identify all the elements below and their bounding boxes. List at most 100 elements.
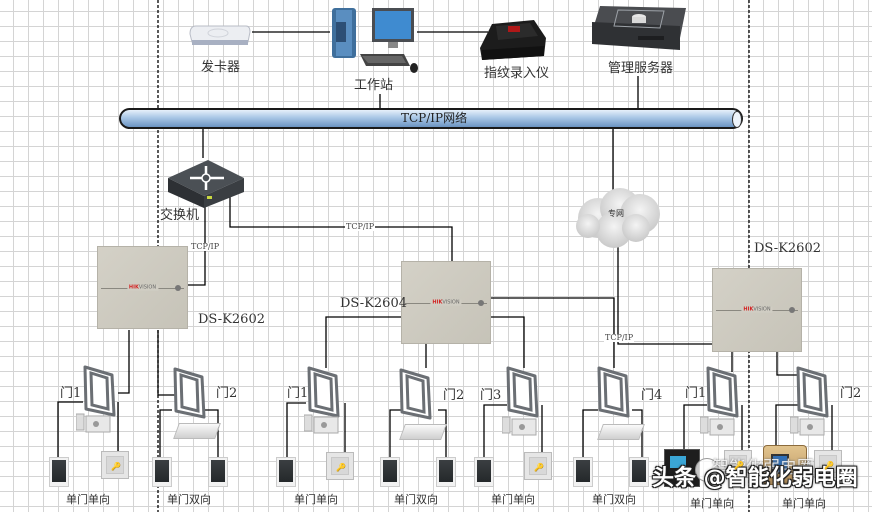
link-label-switch-ctrl1: TCP/IP (190, 242, 221, 251)
magnetic-lock (597, 424, 645, 440)
wire-switch-ctrl2 (229, 193, 453, 262)
controller-middle: HIKVISION (401, 261, 491, 344)
card-issuer-label: 发卡器 (201, 60, 241, 75)
wechat-icon (695, 458, 719, 482)
magnetic-lock (173, 423, 221, 439)
exit-button: 🔑 (814, 450, 842, 478)
door-icon (173, 367, 206, 419)
door-frame (172, 367, 206, 419)
door-label: 门3 (480, 388, 502, 403)
cloud-icon (576, 188, 660, 248)
private-network-label: 专网 (608, 209, 624, 218)
reader-screen-icon (670, 456, 686, 468)
door-mode-label: 单门单向 (782, 497, 826, 510)
door-label: 门1 (685, 386, 707, 401)
lock-icon (303, 414, 339, 434)
door-mode-label: 单门单向 (491, 493, 535, 506)
management-server-device (588, 2, 688, 52)
door-label: 门2 (840, 386, 862, 401)
card-reader (436, 457, 456, 487)
wire-ctrl2-door3 (490, 316, 525, 368)
hikvision-logo: HIKVISION (430, 299, 462, 306)
controller-led-icon (478, 299, 484, 306)
wire-cloud-ctrl3 (617, 246, 713, 345)
door-frame (505, 366, 539, 418)
electric-lock (501, 415, 538, 437)
link-label-cloud-ctrl3: TCP/IP (604, 333, 635, 342)
door-label: 门4 (641, 388, 663, 403)
key-icon: 🔑 (336, 463, 346, 472)
door-mode-label: 单门单向 (294, 493, 338, 506)
network-label: TCP/IP网络 (401, 111, 468, 125)
lock-icon (501, 416, 537, 436)
key-icon: 🔑 (824, 461, 834, 470)
card-reader (474, 457, 494, 487)
electric-lock (699, 415, 736, 437)
server-icon (592, 6, 686, 50)
workstation-device (330, 2, 418, 74)
wire-ctrl1-door2 (157, 330, 176, 396)
fingerprint-enroller-label: 指纹录入仪 (484, 66, 550, 81)
card-reader (208, 457, 228, 487)
tcp-ip-network-bus: TCP/IP网络 (119, 108, 743, 129)
lock-icon (699, 416, 735, 436)
door-frame (398, 368, 432, 420)
door-icon (506, 366, 539, 418)
controller-led-icon (789, 307, 795, 313)
door-frame (596, 366, 630, 418)
door-mode-label: 单门单向 (66, 493, 110, 506)
management-server-label: 管理服务器 (608, 61, 674, 76)
controller-led-icon (175, 284, 181, 291)
exit-button: 🔑 (326, 452, 354, 480)
door-icon (796, 366, 829, 418)
workstation-icon (332, 8, 418, 73)
private-network-cloud: 专网 (570, 184, 666, 250)
lock-icon (789, 416, 825, 436)
door-icon (83, 365, 116, 417)
hikvision-logo: HIKVISION (126, 284, 159, 291)
wire-ctrl2-door1 (325, 316, 403, 368)
exit-button: 🔑 (724, 450, 752, 478)
magnetic-lock (399, 424, 447, 440)
switch-icon (168, 160, 244, 208)
door-icon (307, 366, 340, 418)
lock-icon (75, 413, 111, 433)
card-issuer-device (188, 22, 252, 48)
fingerprint-enroller-device (478, 18, 548, 62)
key-icon: 🔑 (111, 462, 121, 471)
reader-screen-icon (771, 454, 789, 474)
wire-ctrl1-door1 (118, 330, 130, 394)
fingerprint-reader-gold (763, 445, 807, 485)
key-icon: 🔑 (734, 461, 744, 470)
controller-middle-model: DS-K2604 (340, 296, 407, 311)
card-reader (629, 457, 649, 487)
card-reader (276, 457, 296, 487)
card-reader (152, 457, 172, 487)
wire-ctrl2-door4 (490, 297, 615, 368)
door-frame (795, 366, 829, 418)
door-icon (706, 366, 739, 418)
wire-switch-ctrl1 (188, 205, 206, 286)
door-frame (705, 366, 739, 418)
door-label: 门1 (287, 386, 309, 401)
hikvision-logo: HIKVISION (741, 306, 773, 313)
door-frame (82, 365, 116, 417)
door-frame (306, 366, 340, 418)
door-mode-label: 单门双向 (592, 493, 636, 506)
door-label: 门1 (60, 386, 82, 401)
door-icon (597, 366, 630, 418)
controller-right: HIKVISION (712, 268, 802, 352)
exit-button: 🔑 (524, 452, 552, 480)
card-reader (573, 457, 593, 487)
controller-left: HIKVISION (97, 246, 188, 329)
card-reader (380, 457, 400, 487)
watermark-main: 头条 @智能化弱电圈 (652, 466, 858, 491)
electric-lock (75, 412, 112, 434)
network-switch-device (166, 156, 246, 208)
electric-lock (303, 413, 340, 435)
fingerprint-reader-black (664, 449, 700, 487)
card-reader (49, 457, 69, 487)
door-label: 门2 (216, 386, 238, 401)
